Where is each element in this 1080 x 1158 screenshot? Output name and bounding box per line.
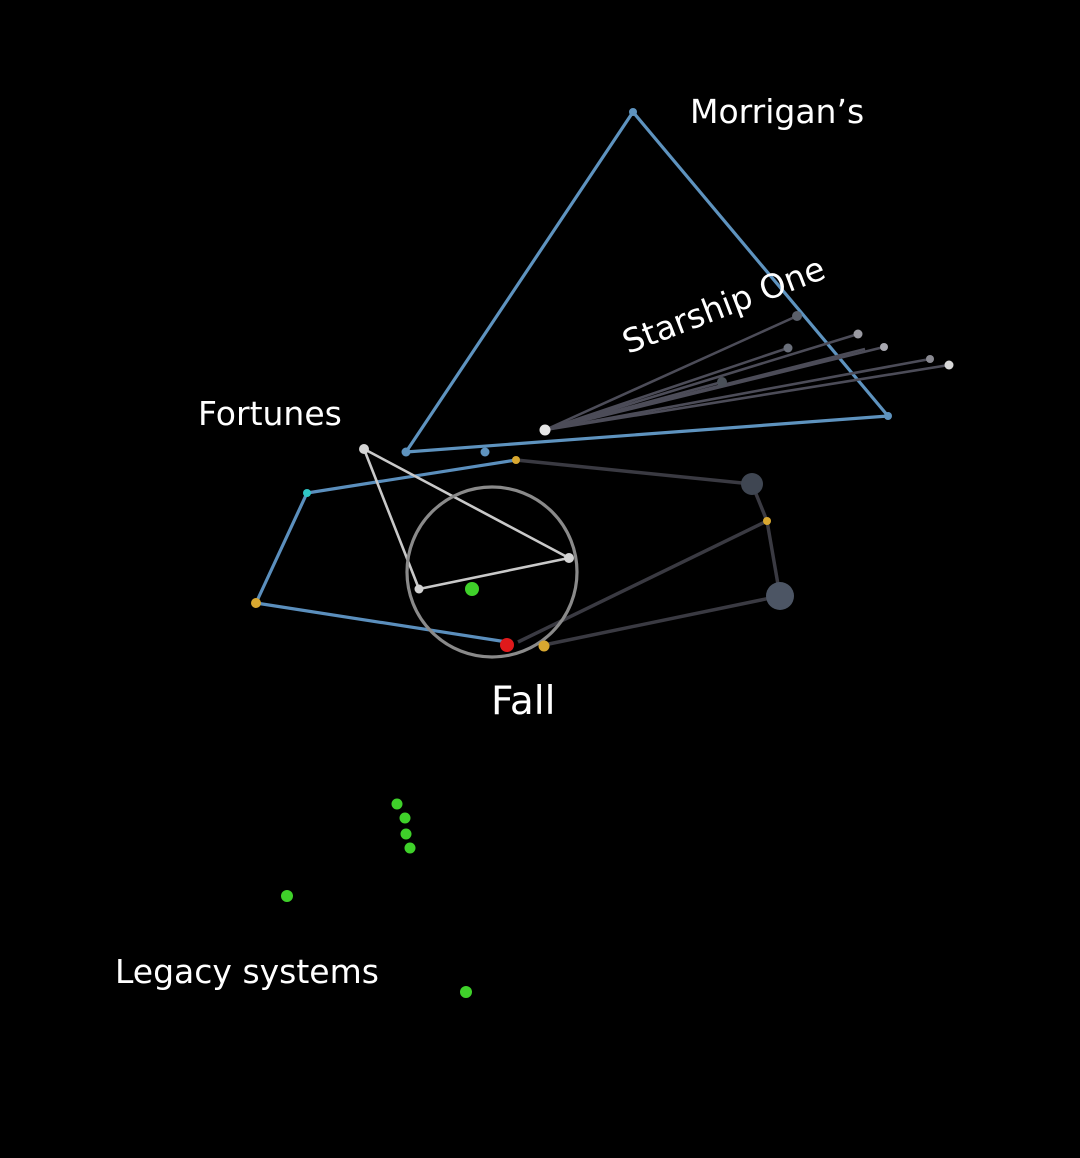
spoke-line bbox=[544, 332, 859, 432]
spoke-line bbox=[544, 357, 931, 432]
legacy-node[interactable] bbox=[404, 842, 416, 854]
route-node[interactable] bbox=[401, 447, 411, 457]
spoke-end-node[interactable] bbox=[717, 377, 727, 387]
starship-hub-node[interactable] bbox=[539, 424, 551, 436]
legacy-node[interactable] bbox=[400, 828, 412, 840]
spoke-line bbox=[544, 380, 723, 432]
legacy-nodes bbox=[281, 798, 472, 998]
dark-link bbox=[543, 594, 781, 647]
fortunes-route bbox=[362, 447, 571, 591]
morrigans-label: Morrigan’s bbox=[690, 92, 864, 131]
map-nodes bbox=[251, 108, 954, 652]
starship-one-node[interactable] bbox=[884, 412, 892, 420]
morrigans-route-base bbox=[405, 414, 889, 454]
fall-center-node[interactable] bbox=[465, 582, 479, 596]
fortunes-node[interactable] bbox=[414, 584, 424, 594]
legacy-node[interactable] bbox=[281, 890, 293, 902]
route-node[interactable] bbox=[480, 447, 490, 457]
grey-node[interactable] bbox=[766, 582, 794, 610]
spoke-end-node[interactable] bbox=[792, 311, 802, 321]
spoke-line bbox=[544, 346, 789, 432]
legacy-node[interactable] bbox=[391, 798, 403, 810]
legacy-node[interactable] bbox=[399, 812, 411, 824]
gold-node[interactable] bbox=[512, 456, 520, 464]
dark-link bbox=[515, 458, 753, 486]
spoke-end-node[interactable] bbox=[944, 360, 954, 370]
grey-node[interactable] bbox=[741, 473, 763, 495]
gold-node[interactable] bbox=[538, 640, 550, 652]
fall-label: Fall bbox=[491, 679, 555, 724]
morrigans-node[interactable] bbox=[629, 108, 637, 116]
spoke-line bbox=[544, 345, 885, 432]
spoke-end-node[interactable] bbox=[926, 355, 934, 363]
spoke-line bbox=[544, 363, 950, 432]
fall-ring bbox=[405, 485, 579, 659]
fortunes-node[interactable] bbox=[359, 444, 369, 454]
legacy-node[interactable] bbox=[460, 986, 472, 998]
gold-node[interactable] bbox=[251, 598, 261, 608]
fall-route bbox=[254, 458, 517, 644]
fortunes-node[interactable] bbox=[564, 553, 574, 563]
spoke-line bbox=[544, 314, 798, 432]
cyan-node[interactable] bbox=[303, 489, 311, 497]
legacy-systems-label: Legacy systems bbox=[115, 952, 379, 991]
spoke-end-node[interactable] bbox=[880, 343, 888, 351]
fortunes-label: Fortunes bbox=[198, 394, 342, 433]
starship-one-spokes bbox=[544, 314, 950, 432]
spoke-end-node[interactable] bbox=[853, 329, 863, 339]
gold-node[interactable] bbox=[763, 517, 771, 525]
spoke-end-node[interactable] bbox=[783, 343, 793, 353]
fall-marker[interactable] bbox=[500, 638, 514, 652]
